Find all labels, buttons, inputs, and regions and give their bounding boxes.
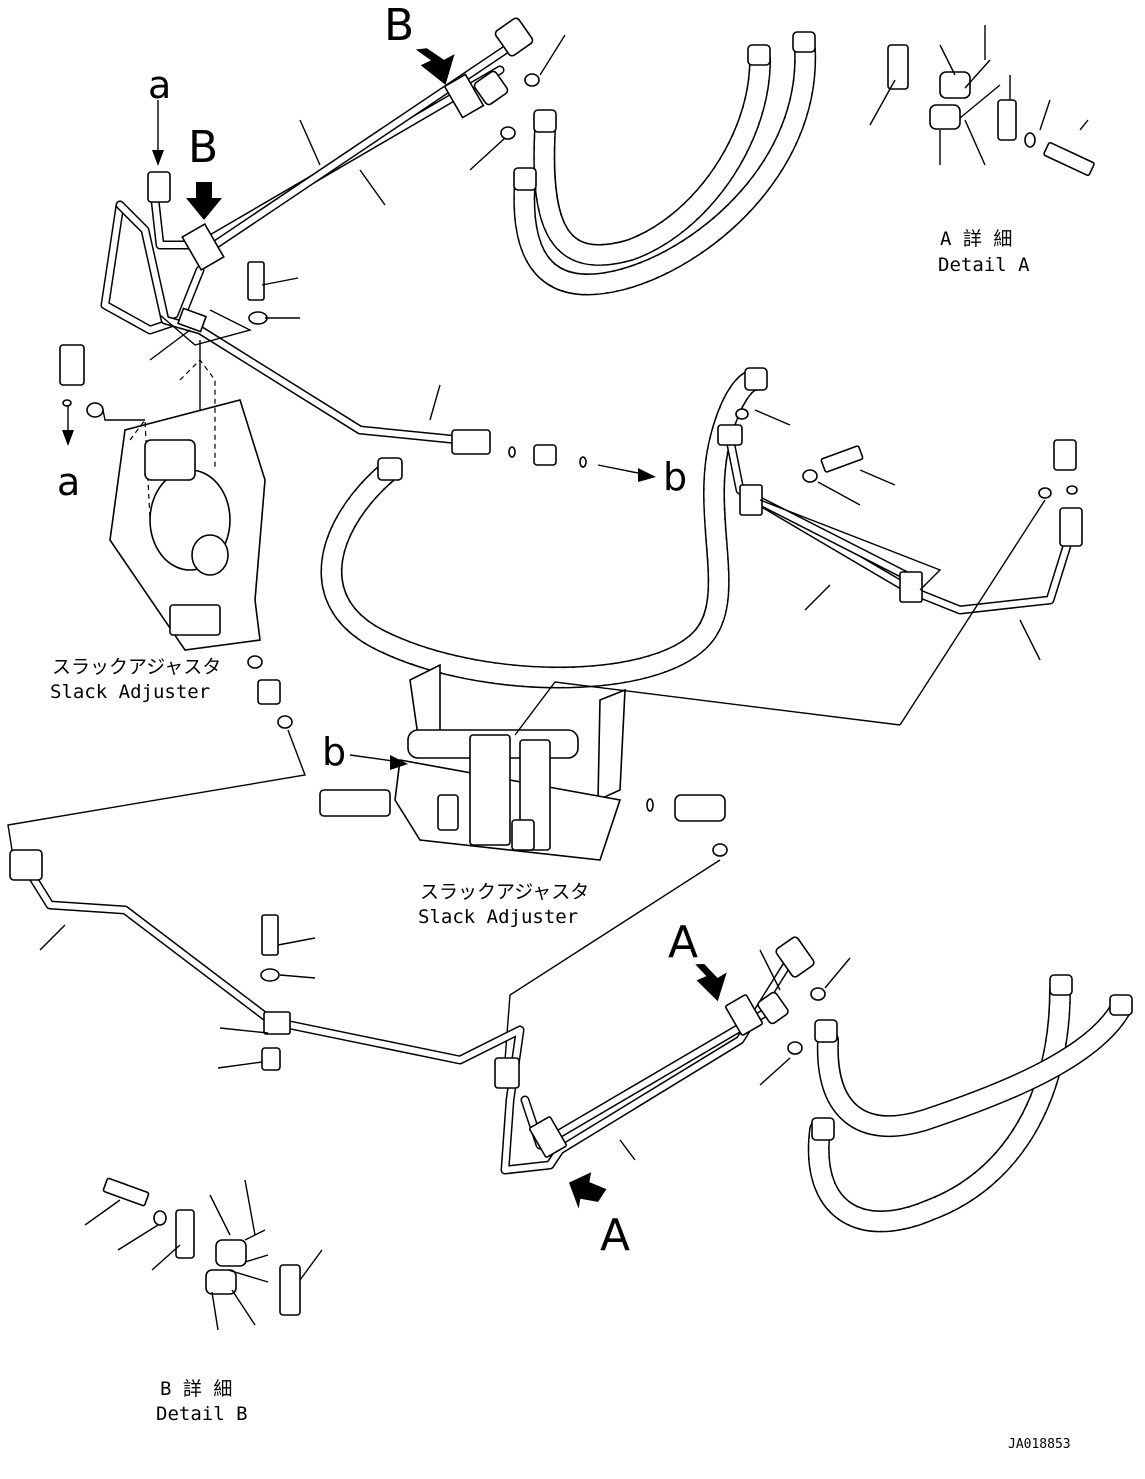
ref-b-label-right: b	[663, 455, 687, 499]
bottom-hoses	[807, 974, 1133, 1233]
left-slack-adjuster-drawing	[7, 344, 306, 851]
detail-b-jp-label: B 詳 細	[160, 1378, 232, 1400]
slack-adjuster-center-en-label: Slack Adjuster	[418, 906, 578, 928]
center-slack-adjuster-drawing	[319, 663, 901, 1061]
ref-a-label-bottom: a	[57, 460, 80, 504]
ref-b-label-left: b	[322, 730, 346, 774]
slack-adjuster-left-en-label: Slack Adjuster	[50, 681, 210, 703]
view-a-label-bottom: A	[600, 1210, 630, 1261]
detail-b-en-label: Detail B	[156, 1403, 248, 1425]
view-b-label-top: B	[384, 0, 414, 51]
slack-adjuster-center-jp-label: スラックアジャスタ	[420, 881, 589, 903]
bottom-tube-assembly	[9, 849, 851, 1175]
view-b-label-left: B	[188, 122, 218, 173]
slack-adjuster-left-jp-label: スラックアジャスタ	[52, 656, 221, 678]
detail-a-jp-label: A 詳 細	[940, 228, 1012, 250]
ref-a-label-top: a	[148, 63, 171, 107]
drawing-id: JA018853	[1008, 1437, 1071, 1452]
view-a-label-top: A	[668, 917, 698, 968]
top-hoses	[513, 31, 817, 296]
reference-arrows	[62, 48, 727, 1209]
detail-a-drawing	[869, 25, 1095, 177]
detail-b-drawing	[84, 1177, 323, 1331]
top-tube-assembly	[100, 17, 587, 620]
detail-a-en-label: Detail A	[938, 254, 1030, 276]
middle-right-assembly	[320, 367, 1083, 726]
